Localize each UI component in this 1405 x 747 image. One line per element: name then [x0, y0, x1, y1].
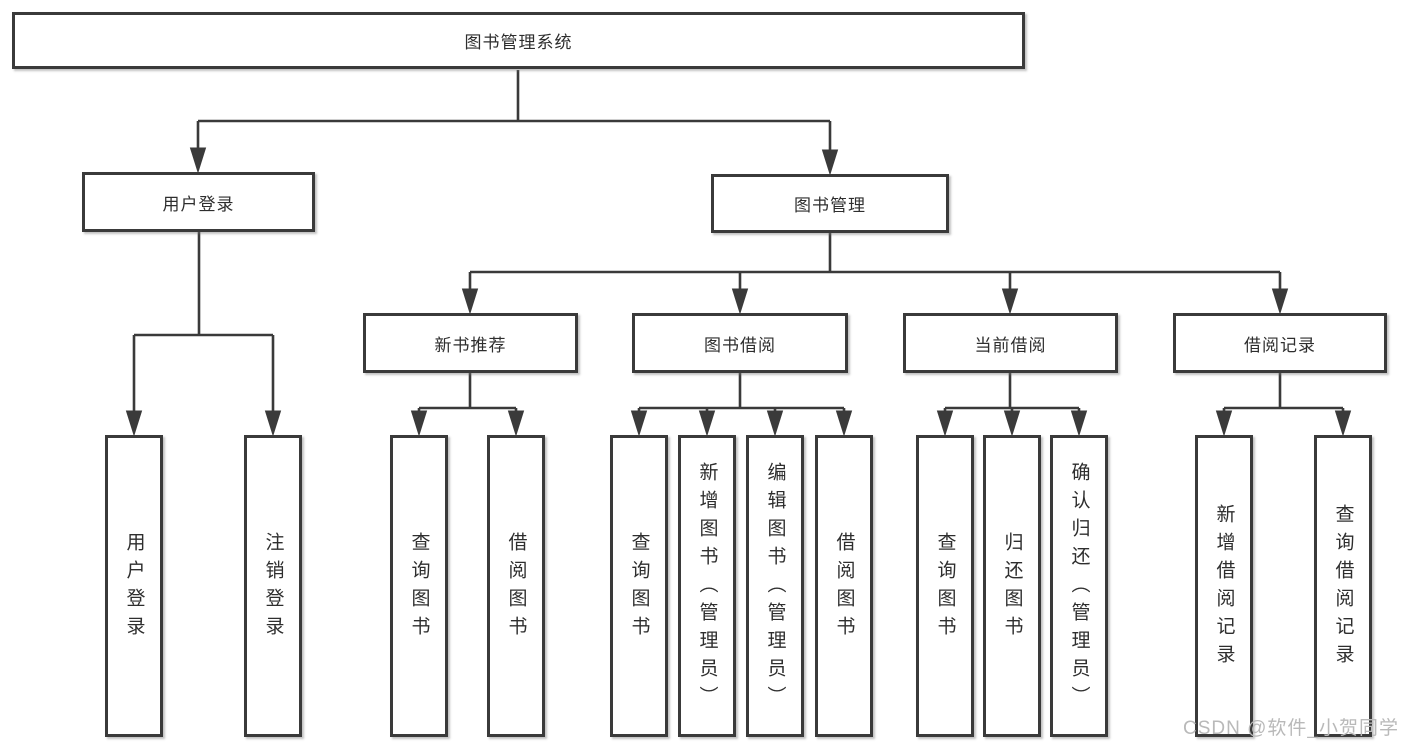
branch-book-borrowing	[630, 373, 853, 437]
node-root-system: 图书管理系统	[12, 12, 1025, 69]
branch-root-to-level2	[189, 70, 839, 176]
branch-book-management	[461, 233, 1289, 315]
node-current-borrowing: 当前借阅	[903, 313, 1118, 373]
node-user-login: 用户登录	[82, 172, 315, 232]
node-book-management: 图书管理	[711, 174, 949, 233]
leaf-borrow-books-1: 借阅图书	[487, 435, 545, 737]
leaf-user-login: 用户登录	[105, 435, 163, 737]
leaf-query-books-2: 查询图书	[610, 435, 668, 737]
branch-borrowing-records	[1215, 373, 1352, 437]
node-borrowing-records: 借阅记录	[1173, 313, 1387, 373]
leaf-confirm-return-admin: 确认归还（管理员）	[1050, 435, 1108, 737]
leaf-return-books: 归还图书	[983, 435, 1041, 737]
leaf-edit-books-admin: 编辑图书（管理员）	[746, 435, 804, 737]
branch-current-borrowing	[936, 373, 1088, 437]
branch-user-login	[125, 232, 282, 437]
leaf-add-books-admin: 新增图书（管理员）	[678, 435, 736, 737]
leaf-borrow-books-2: 借阅图书	[815, 435, 873, 737]
leaf-query-borrow-record: 查询借阅记录	[1314, 435, 1372, 737]
leaf-logout: 注销登录	[244, 435, 302, 737]
csdn-watermark: CSDN @软件_小贺同学	[1183, 718, 1399, 739]
leaf-query-books-3: 查询图书	[916, 435, 974, 737]
branch-new-books	[410, 373, 525, 437]
node-book-borrowing: 图书借阅	[632, 313, 848, 373]
node-new-book-recommend: 新书推荐	[363, 313, 578, 373]
leaf-query-books-1: 查询图书	[390, 435, 448, 737]
leaf-add-borrow-record: 新增借阅记录	[1195, 435, 1253, 737]
